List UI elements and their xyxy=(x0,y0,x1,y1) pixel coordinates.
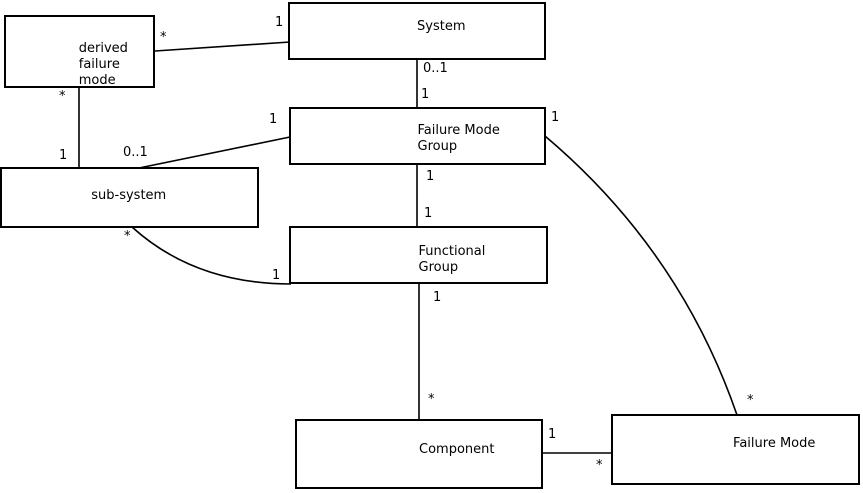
multiplicity-derived-failure-mode-system-target: 1 xyxy=(275,15,284,30)
edge-failure-mode-group-failure-mode xyxy=(544,135,738,416)
node-failure-mode-label: Failure Mode xyxy=(733,436,816,451)
multiplicity-sub-system-failure-mode-group-source: 0..1 xyxy=(123,145,148,160)
node-failure-mode-group: Failure Mode Group xyxy=(289,107,546,165)
multiplicity-sub-system-failure-mode-group-target: 1 xyxy=(269,112,278,127)
node-system: System xyxy=(288,2,546,60)
multiplicity-derived-failure-mode-system-source: * xyxy=(160,30,167,45)
node-component-label: Component xyxy=(419,442,495,457)
node-sub-system: sub-system xyxy=(0,167,259,228)
multiplicity-system-failure-mode-group-target: 1 xyxy=(421,87,430,102)
multiplicity-sub-system-functional-group-source: * xyxy=(124,229,131,244)
node-functional-group-label: Functional Group xyxy=(418,244,486,275)
multiplicity-sub-system-functional-group-target: 1 xyxy=(272,268,281,283)
edge-sub-system-failure-mode-group xyxy=(138,136,291,169)
node-component: Component xyxy=(295,419,543,489)
multiplicity-derived-failure-mode-sub-system-target: 1 xyxy=(59,148,68,163)
multiplicity-system-failure-mode-group-source: 0..1 xyxy=(423,61,448,76)
edge-derived-failure-mode-system xyxy=(154,41,291,52)
multiplicity-functional-group-component-target: * xyxy=(428,392,435,407)
multiplicity-failure-mode-group-failure-mode-target: * xyxy=(747,393,754,408)
multiplicity-component-failure-mode-source: 1 xyxy=(548,427,557,442)
node-failure-mode-group-label: Failure Mode Group xyxy=(417,123,500,154)
multiplicity-component-failure-mode-target: * xyxy=(596,458,603,473)
multiplicity-failure-mode-group-functional-group-target: 1 xyxy=(424,206,433,221)
multiplicity-failure-mode-group-functional-group-source: 1 xyxy=(426,169,435,184)
node-system-label: System xyxy=(417,19,466,34)
node-failure-mode: Failure Mode xyxy=(611,414,860,485)
node-derived-failure-mode: derived failure mode xyxy=(4,15,155,88)
node-sub-system-label: sub-system xyxy=(91,188,167,203)
multiplicity-functional-group-component-source: 1 xyxy=(433,290,442,305)
edge-sub-system-functional-group xyxy=(131,226,292,285)
node-derived-failure-mode-label: derived failure mode xyxy=(78,41,128,88)
multiplicity-failure-mode-group-failure-mode-source: 1 xyxy=(551,110,560,125)
multiplicity-derived-failure-mode-sub-system-source: * xyxy=(59,89,66,104)
node-functional-group: Functional Group xyxy=(289,226,548,284)
